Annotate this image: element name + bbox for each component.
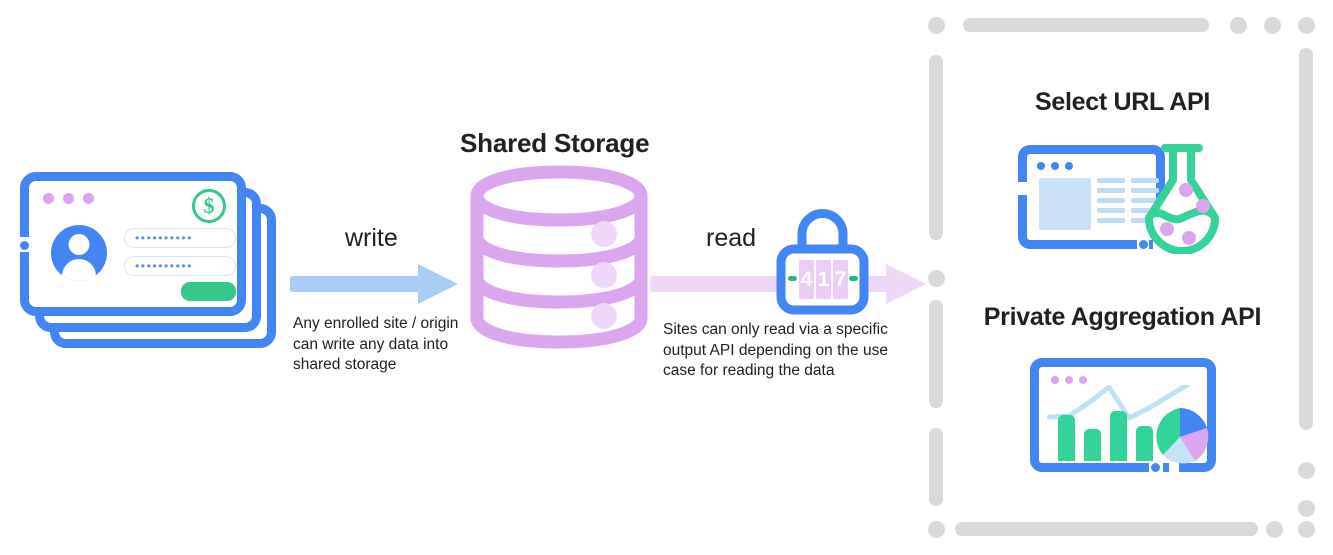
frame-edge-dot <box>1139 240 1148 249</box>
content-line <box>1097 198 1125 203</box>
stacked-browser-windows-icon: $ •••••••••• •••••••••• <box>20 172 246 316</box>
frame-edge-gap <box>1018 182 1027 195</box>
svg-text:7: 7 <box>835 268 847 291</box>
output-title-select-url-api: Select URL API <box>1034 88 1211 116</box>
read-label: read <box>706 224 757 252</box>
window-dot-1 <box>43 193 54 204</box>
window-dot-2 <box>1051 162 1059 170</box>
shared-storage-title: Shared Storage <box>460 128 650 158</box>
panel-border-dash <box>963 18 1209 32</box>
write-arrow-icon <box>286 262 462 311</box>
window-dots <box>43 193 94 204</box>
content-line <box>1097 208 1125 213</box>
window-dot-1 <box>1051 376 1059 384</box>
dollar-coin-icon: $ <box>192 189 226 223</box>
avatar-body <box>62 259 96 281</box>
window-dot-2 <box>1065 376 1073 384</box>
content-line <box>1097 178 1125 183</box>
panel-border-dot <box>928 270 945 287</box>
submit-button-icon[interactable] <box>181 282 236 301</box>
panel-border-dot <box>928 17 945 34</box>
analytics-dashboard-icon <box>1030 358 1216 472</box>
panel-border-dot <box>1298 500 1315 517</box>
bar-1 <box>1058 415 1075 461</box>
card-edge-dot <box>20 241 29 250</box>
content-line <box>1097 188 1125 193</box>
frame-edge-dot <box>1151 463 1160 472</box>
write-label: write <box>345 224 398 252</box>
content-line <box>1131 188 1159 193</box>
panel-border-dash <box>1299 48 1313 430</box>
panel-border-dot <box>1298 521 1315 538</box>
window-dot-2 <box>63 193 74 204</box>
window-dot-3 <box>83 193 94 204</box>
panel-border-dot <box>928 521 945 538</box>
svg-text:1: 1 <box>818 268 830 291</box>
panel-border-dash <box>929 300 943 408</box>
avatar-head <box>68 234 90 255</box>
username-field[interactable]: •••••••••• <box>124 228 236 248</box>
output-title-private-aggregation-api: Private Aggregation API <box>983 303 1262 331</box>
frame-edge-gap <box>1169 463 1179 472</box>
combination-lock-icon: 4 1 7 <box>775 203 870 320</box>
panel-border-dash <box>929 428 943 506</box>
bar-4 <box>1136 426 1153 461</box>
panel-border-dash <box>955 522 1258 536</box>
window-dot-3 <box>1079 376 1087 384</box>
content-line <box>1131 218 1159 223</box>
browser-window-with-flask-icon <box>1015 142 1230 255</box>
bar-3 <box>1110 411 1127 461</box>
panel-border-dot <box>1298 462 1315 479</box>
content-line <box>1131 198 1159 203</box>
content-line <box>1131 208 1159 213</box>
panel-border-dash <box>929 55 943 240</box>
content-line <box>1097 218 1125 223</box>
panel-border-dot <box>1266 521 1283 538</box>
content-block <box>1039 178 1091 230</box>
window-dot-3 <box>1065 162 1073 170</box>
panel-border-dot <box>1264 17 1281 34</box>
window-dots <box>1051 376 1087 384</box>
panel-border-dot <box>1230 17 1247 34</box>
bar-2 <box>1084 429 1101 461</box>
user-avatar-icon <box>51 225 107 281</box>
database-cylinder-icon <box>468 164 650 355</box>
read-description: Sites can only read via a specific outpu… <box>663 321 888 379</box>
write-description: Any enrolled site / origin can write any… <box>293 315 459 373</box>
content-line <box>1131 178 1159 183</box>
window-dots <box>1037 162 1073 170</box>
pie-chart-icon <box>1156 408 1209 464</box>
window-dot-1 <box>1037 162 1045 170</box>
flask-icon <box>1133 142 1231 259</box>
panel-border-dot <box>1298 17 1315 34</box>
svg-text:4: 4 <box>801 268 813 291</box>
password-field[interactable]: •••••••••• <box>124 256 236 276</box>
